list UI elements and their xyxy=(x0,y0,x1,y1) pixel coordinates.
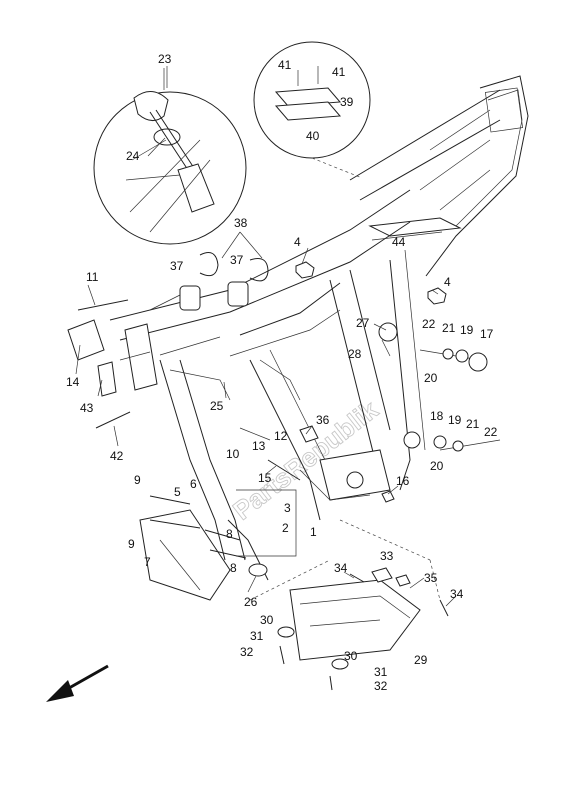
callout-21-lower: 21 xyxy=(466,417,480,431)
leader-lines xyxy=(75,66,457,607)
callout-32-lower: 32 xyxy=(374,679,388,693)
callout-9-lower: 9 xyxy=(128,537,135,551)
callout-30-lower: 30 xyxy=(344,649,358,663)
callout-5: 5 xyxy=(174,485,181,499)
detail-circle-top xyxy=(253,41,371,179)
callout-37-left: 37 xyxy=(170,259,184,273)
callout-15: 15 xyxy=(258,471,272,485)
callout-33: 33 xyxy=(380,549,394,563)
callout-44: 44 xyxy=(392,235,406,249)
callout-41-left: 41 xyxy=(278,58,292,72)
callout-25: 25 xyxy=(210,399,224,413)
callout-labels: 23 24 41 41 39 40 38 37 37 4 44 4 11 27 … xyxy=(66,52,498,693)
small-parts xyxy=(67,252,501,691)
callout-39: 39 xyxy=(340,95,354,109)
callout-11: 11 xyxy=(86,270,99,284)
callout-16: 16 xyxy=(396,474,410,488)
callout-43: 43 xyxy=(80,401,94,415)
callout-10: 10 xyxy=(226,447,240,461)
front-direction-arrow-icon xyxy=(46,664,109,702)
callout-4-upper: 4 xyxy=(294,235,301,249)
callout-31-lower: 31 xyxy=(374,665,388,679)
callout-18: 18 xyxy=(430,409,444,423)
callout-19-lower: 19 xyxy=(448,413,462,427)
callout-36: 36 xyxy=(316,413,330,427)
callout-34-right: 34 xyxy=(450,587,464,601)
callout-38: 38 xyxy=(234,216,248,230)
callout-24: 24 xyxy=(126,149,140,163)
callout-4-right: 4 xyxy=(444,275,451,289)
callout-17: 17 xyxy=(480,327,494,341)
callout-35: 35 xyxy=(424,571,438,585)
callout-37-right: 37 xyxy=(230,253,244,267)
callout-12: 12 xyxy=(274,429,288,443)
callout-1: 1 xyxy=(310,525,317,539)
callout-23: 23 xyxy=(158,52,172,66)
callout-27: 27 xyxy=(356,316,370,330)
callout-22-lower: 22 xyxy=(484,425,498,439)
callout-26: 26 xyxy=(244,595,258,609)
callout-32-upper: 32 xyxy=(240,645,254,659)
callout-41-right: 41 xyxy=(332,65,346,79)
callout-20-lower: 20 xyxy=(430,459,444,473)
callout-30-upper: 30 xyxy=(260,613,274,627)
callout-8-upper: 8 xyxy=(226,527,233,541)
callout-7: 7 xyxy=(144,555,151,569)
callout-42: 42 xyxy=(110,449,124,463)
callout-9-upper: 9 xyxy=(134,473,141,487)
callout-40: 40 xyxy=(306,129,320,143)
detail-circle-left xyxy=(93,68,247,245)
callout-8-lower: 8 xyxy=(230,561,237,575)
callout-21-upper: 21 xyxy=(442,321,456,335)
callout-13: 13 xyxy=(252,439,266,453)
callout-28: 28 xyxy=(348,347,362,361)
callout-2: 2 xyxy=(282,521,289,535)
callout-3: 3 xyxy=(284,501,291,515)
callout-31-upper: 31 xyxy=(250,629,264,643)
callout-29: 29 xyxy=(414,653,428,667)
callout-19-upper: 19 xyxy=(460,323,474,337)
callout-22-upper: 22 xyxy=(422,317,436,331)
callout-34-left: 34 xyxy=(334,561,348,575)
callout-14: 14 xyxy=(66,375,80,389)
main-frame xyxy=(109,75,529,561)
callout-20-upper: 20 xyxy=(424,371,438,385)
callout-6: 6 xyxy=(190,477,197,491)
